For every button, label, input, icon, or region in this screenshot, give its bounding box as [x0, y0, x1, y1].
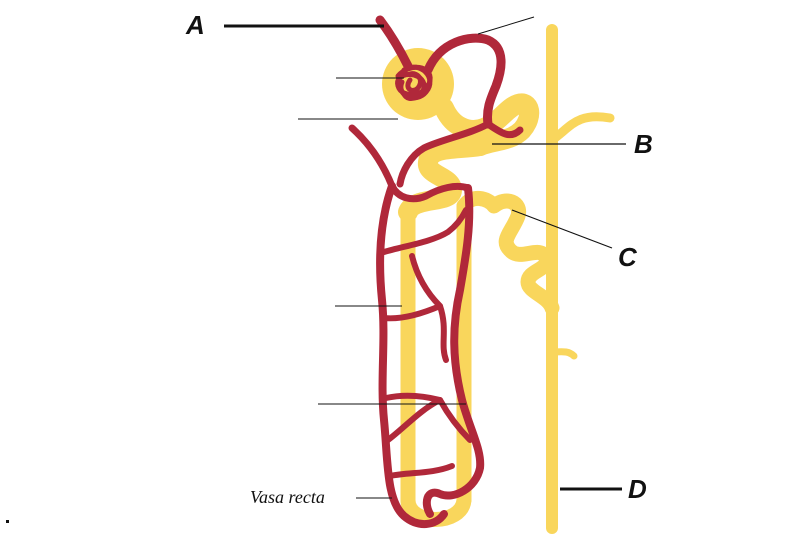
- capillary-mesh-5: [385, 397, 443, 443]
- connecting-tubule: [547, 112, 615, 145]
- vascular-system: [348, 15, 524, 528]
- duct-side-branch: [548, 348, 578, 360]
- tubule-system: [382, 24, 615, 534]
- capillary-mesh-3: [409, 253, 443, 309]
- label-c: C: [618, 242, 638, 272]
- label-vasa-recta: Vasa recta: [250, 487, 325, 507]
- proximal-convoluted-tubule: [398, 136, 490, 222]
- vasa-recta-right: [422, 184, 485, 518]
- pointer-lines: [224, 16, 626, 499]
- stray-mark: [6, 520, 9, 523]
- pointer-c: [511, 209, 613, 249]
- loop-of-henle: [400, 492, 472, 527]
- vasa-recta-left: [376, 182, 448, 528]
- labels: A B C D Vasa recta: [185, 10, 653, 507]
- pointer-unlabeled-top: [477, 16, 535, 35]
- efferent-arteriole: [423, 33, 506, 129]
- label-a: A: [185, 10, 205, 40]
- capillary-mesh-6: [387, 463, 455, 479]
- capillary-mesh-1: [381, 207, 469, 255]
- label-b: B: [634, 129, 653, 159]
- distal-convoluted-tubule: [456, 191, 560, 316]
- label-d: D: [628, 474, 647, 504]
- peritubular-capillary-left: [348, 124, 472, 203]
- afferent-arteriole: [375, 15, 413, 71]
- peritubular-capillary-upper: [396, 120, 524, 188]
